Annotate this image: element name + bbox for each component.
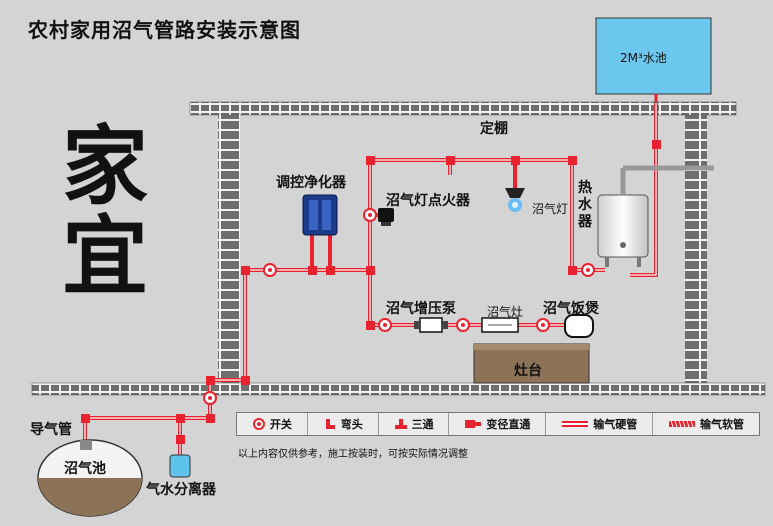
rice-cooker-label: 沼气饭煲 bbox=[543, 301, 599, 317]
legend-label: 输气软管 bbox=[700, 418, 745, 431]
biogas-pit bbox=[37, 439, 143, 517]
stove-label: 沼气灶 bbox=[487, 305, 524, 319]
legend-label: 变径直通 bbox=[486, 418, 531, 431]
soft-pipe-icon bbox=[669, 420, 696, 428]
floor-slab bbox=[31, 382, 766, 396]
separator-label: 气水分离器 bbox=[146, 482, 216, 498]
booster-label: 沼气增压泵 bbox=[386, 301, 456, 317]
booster-pump bbox=[414, 317, 448, 333]
biogas-stove bbox=[481, 317, 519, 333]
stove-platform-label: 灶台 bbox=[514, 363, 542, 379]
elbow-icon bbox=[325, 419, 335, 429]
switches bbox=[203, 208, 595, 405]
legend-label: 三通 bbox=[411, 418, 434, 431]
guide-pipe-label: 导气管 bbox=[30, 422, 72, 438]
switch-icon bbox=[252, 418, 265, 430]
igniter bbox=[378, 208, 394, 226]
water-heater bbox=[597, 165, 714, 267]
hard-pipes-core bbox=[84, 103, 657, 455]
left-wall bbox=[218, 115, 240, 383]
footnote: 以上内容仅供参考，施工按装时，可按实际情况调整 bbox=[238, 449, 468, 460]
legend-item-soft-pipe: 输气软管 bbox=[653, 413, 759, 435]
water-tank-label: 2M³水池 bbox=[620, 51, 667, 65]
page-title: 农村家用沼气管路安装示意图 bbox=[28, 18, 301, 42]
reducer-icon bbox=[465, 420, 482, 428]
hard-pipe-icon bbox=[562, 421, 589, 427]
igniter-label: 沼气灯点火器 bbox=[386, 193, 470, 209]
purifier-label: 调控净化器 bbox=[276, 175, 346, 191]
biogas-lamp bbox=[505, 188, 525, 212]
lamp-label: 沼气灯 bbox=[532, 202, 569, 216]
legend-item-hard-pipe: 输气硬管 bbox=[546, 413, 654, 435]
rice-cooker bbox=[564, 314, 594, 338]
legend-item-elbow: 弯头 bbox=[308, 413, 379, 435]
legend-item-switch: 开关 bbox=[237, 413, 308, 435]
tee-icon bbox=[394, 419, 407, 429]
ceiling-label: 定棚 bbox=[480, 121, 508, 137]
water-tank bbox=[595, 17, 712, 95]
legend-item-reducer: 变径直通 bbox=[449, 413, 547, 435]
purifier bbox=[302, 194, 338, 236]
heater-label: 热水器 bbox=[578, 180, 592, 230]
legend-label: 开关 bbox=[269, 418, 292, 431]
legend: 开关 弯头 三通 变径直通 输气硬管 输气软管 bbox=[236, 412, 760, 436]
gas-water-separator bbox=[169, 454, 191, 478]
legend-label: 弯头 bbox=[340, 418, 363, 431]
legend-label: 输气硬管 bbox=[593, 418, 638, 431]
fittings bbox=[81, 140, 661, 444]
right-wall bbox=[685, 115, 707, 383]
ceiling-beam bbox=[189, 101, 737, 116]
brand-logo: 家宜 bbox=[62, 116, 148, 307]
legend-item-tee: 三通 bbox=[379, 413, 450, 435]
biogas-pit-label: 沼气池 bbox=[64, 461, 106, 477]
